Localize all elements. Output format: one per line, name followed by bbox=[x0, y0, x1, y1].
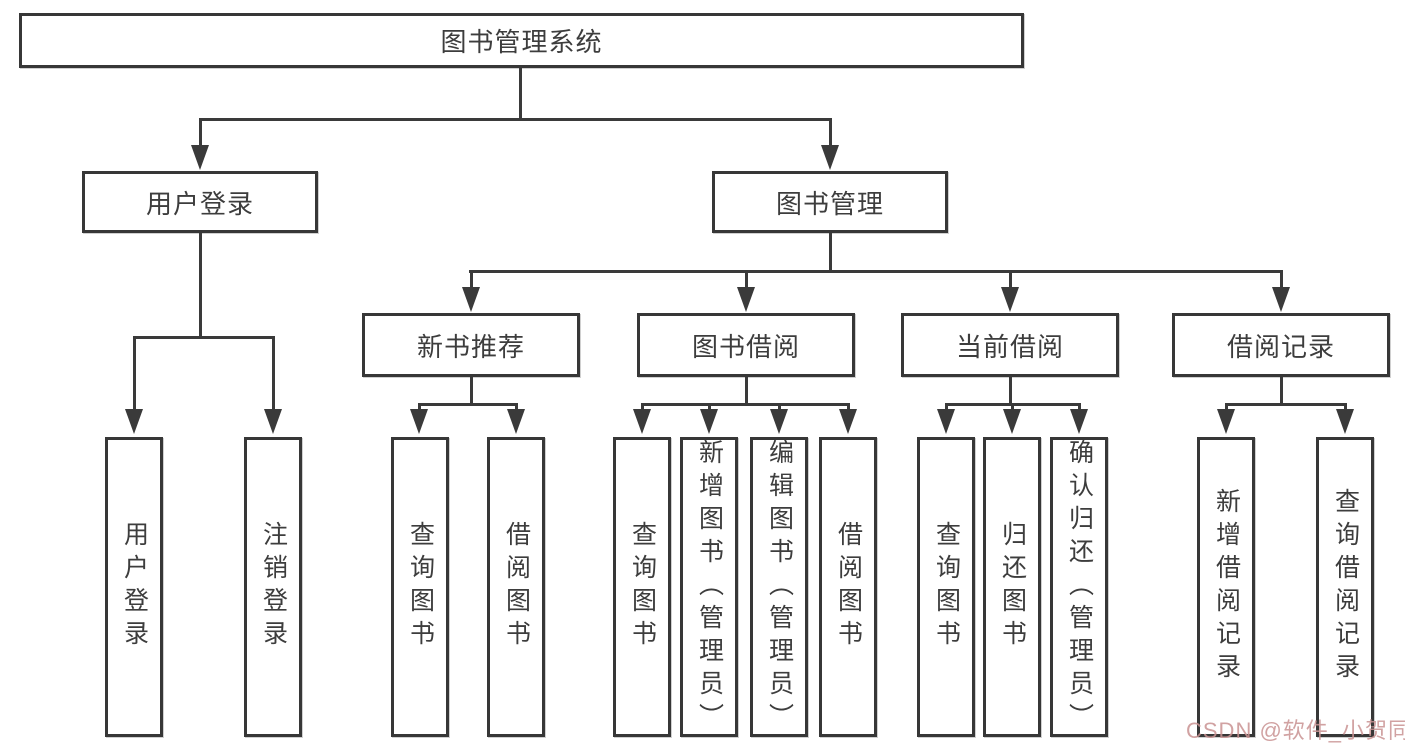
node-user-login-label: 用户登录 bbox=[145, 188, 254, 219]
leaf-newbook-borrow-book-label: 借阅图书 bbox=[502, 521, 531, 653]
connector-drop-leaf-login bbox=[133, 336, 136, 410]
connector-drop-current bbox=[1009, 270, 1012, 289]
leaf-user-login-label: 用户登录 bbox=[120, 521, 149, 653]
leaf-borrow-add-book-admin-label: 新增图书（管理员） bbox=[695, 438, 724, 736]
leaf-current-confirm-return-admin-label: 确认归还（管理员） bbox=[1065, 438, 1094, 736]
connector-drop-cu2 bbox=[1011, 403, 1014, 411]
connector-drop-rc2 bbox=[1344, 403, 1347, 411]
arrowhead-bw2 bbox=[700, 409, 718, 434]
leaf-newbook-borrow-book: 借阅图书 bbox=[487, 437, 545, 737]
leaf-record-add-label: 新增借阅记录 bbox=[1212, 488, 1241, 686]
leaf-record-query: 查询借阅记录 bbox=[1316, 437, 1374, 737]
connector-record-rail bbox=[1225, 403, 1347, 406]
node-current-borrow: 当前借阅 bbox=[901, 313, 1119, 377]
node-current-borrow-label: 当前借阅 bbox=[955, 331, 1064, 362]
arrowhead-current bbox=[1001, 287, 1019, 312]
connector-drop-bw4 bbox=[847, 403, 850, 411]
leaf-record-query-label: 查询借阅记录 bbox=[1331, 488, 1360, 686]
connector-drop-bw2 bbox=[708, 403, 711, 411]
leaf-current-return-book-label: 归还图书 bbox=[998, 521, 1027, 653]
leaf-borrow-query-book: 查询图书 bbox=[613, 437, 671, 737]
connector-drop-borrow bbox=[745, 270, 748, 289]
leaf-borrow-borrow-book-label: 借阅图书 bbox=[834, 521, 863, 653]
node-new-book-recommend-label: 新书推荐 bbox=[416, 331, 525, 362]
node-root-label: 图书管理系统 bbox=[440, 27, 603, 57]
connector-root-stem bbox=[519, 68, 522, 118]
arrowhead-rc1 bbox=[1217, 409, 1235, 434]
leaf-current-return-book: 归还图书 bbox=[983, 437, 1041, 737]
connector-drop-nb2 bbox=[515, 403, 518, 411]
arrowhead-bookmgmt bbox=[821, 145, 839, 170]
connector-drop-nb1 bbox=[418, 403, 421, 411]
node-book-borrow-label: 图书借阅 bbox=[691, 331, 800, 362]
leaf-borrow-edit-book-admin-label: 编辑图书（管理员） bbox=[765, 438, 794, 736]
connector-record-stem bbox=[1280, 377, 1283, 404]
connector-current-stem bbox=[1009, 377, 1012, 404]
node-borrow-record-label: 借阅记录 bbox=[1226, 331, 1335, 362]
arrowhead-nb1 bbox=[410, 409, 428, 434]
connector-newbook-rail bbox=[418, 403, 518, 406]
connector-drop-bw1 bbox=[641, 403, 644, 411]
connector-drop-newbook bbox=[470, 270, 473, 289]
connector-l2-rail bbox=[199, 118, 832, 121]
leaf-borrow-borrow-book: 借阅图书 bbox=[819, 437, 877, 737]
node-root: 图书管理系统 bbox=[19, 13, 1024, 68]
arrowhead-leaf-login bbox=[125, 409, 143, 434]
connector-drop-leaf-logout bbox=[272, 336, 275, 410]
leaf-newbook-query-book: 查询图书 bbox=[391, 437, 449, 737]
leaf-current-confirm-return-admin: 确认归还（管理员） bbox=[1050, 437, 1108, 737]
leaf-logout-label: 注销登录 bbox=[259, 521, 288, 653]
leaf-current-query-book-label: 查询图书 bbox=[932, 521, 961, 653]
connector-drop-bookmgmt bbox=[829, 118, 832, 147]
connector-drop-record bbox=[1280, 270, 1283, 289]
connector-drop-cu3 bbox=[1078, 403, 1081, 411]
leaf-borrow-edit-book-admin: 编辑图书（管理员） bbox=[750, 437, 808, 737]
connector-drop-cu1 bbox=[945, 403, 948, 411]
node-book-borrow: 图书借阅 bbox=[637, 313, 855, 377]
csdn-watermark: CSDN @软件_小贺同学 bbox=[1186, 718, 1405, 743]
arrowhead-nb2 bbox=[507, 409, 525, 434]
node-borrow-record: 借阅记录 bbox=[1172, 313, 1390, 377]
leaf-user-login: 用户登录 bbox=[105, 437, 163, 737]
node-user-login: 用户登录 bbox=[82, 171, 318, 233]
arrowhead-rc2 bbox=[1336, 409, 1354, 434]
connector-bookmgmt-stem bbox=[829, 233, 832, 270]
arrowhead-cu3 bbox=[1070, 409, 1088, 434]
arrowhead-leaf-logout bbox=[264, 409, 282, 434]
leaf-newbook-query-book-label: 查询图书 bbox=[406, 521, 435, 653]
connector-newbook-stem bbox=[470, 377, 473, 404]
arrowhead-record bbox=[1272, 287, 1290, 312]
node-book-mgmt-label: 图书管理 bbox=[775, 188, 884, 219]
connector-drop-rc1 bbox=[1225, 403, 1228, 411]
leaf-record-add: 新增借阅记录 bbox=[1197, 437, 1255, 737]
arrowhead-bw4 bbox=[839, 409, 857, 434]
leaf-borrow-add-book-admin: 新增图书（管理员） bbox=[680, 437, 738, 737]
connector-user-rail bbox=[133, 336, 275, 339]
arrowhead-borrow bbox=[737, 287, 755, 312]
connector-drop-bw3 bbox=[778, 403, 781, 411]
connector-drop-user bbox=[199, 118, 202, 147]
leaf-current-query-book: 查询图书 bbox=[917, 437, 975, 737]
arrowhead-newbook bbox=[462, 287, 480, 312]
connector-borrow-stem bbox=[745, 377, 748, 404]
arrowhead-cu2 bbox=[1003, 409, 1021, 434]
connector-borrow-rail bbox=[641, 403, 850, 406]
arrowhead-bw3 bbox=[770, 409, 788, 434]
node-new-book-recommend: 新书推荐 bbox=[362, 313, 580, 377]
node-book-mgmt: 图书管理 bbox=[712, 171, 948, 233]
leaf-borrow-query-book-label: 查询图书 bbox=[628, 521, 657, 653]
connector-l3-rail bbox=[469, 270, 1283, 273]
arrowhead-cu1 bbox=[937, 409, 955, 434]
connector-user-stem bbox=[199, 233, 202, 336]
arrowhead-bw1 bbox=[633, 409, 651, 434]
leaf-logout: 注销登录 bbox=[244, 437, 302, 737]
arrowhead-user bbox=[191, 145, 209, 170]
